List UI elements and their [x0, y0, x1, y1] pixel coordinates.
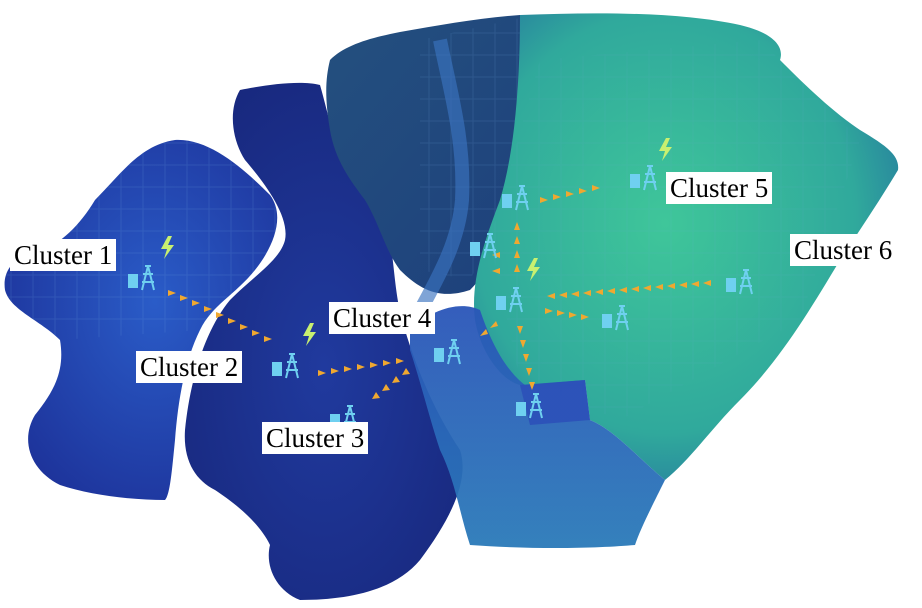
lightning-icon: [161, 236, 174, 259]
arrow-chain-c2-c4: [318, 358, 404, 376]
label-cluster-6: Cluster 6: [790, 234, 897, 266]
label-cluster-3: Cluster 3: [262, 422, 369, 454]
arrow-chain-center-right: [545, 308, 589, 320]
site-icons: [128, 165, 753, 431]
site-cluster-4: [434, 339, 461, 365]
site-south: [516, 393, 543, 419]
site-north-1: [502, 185, 529, 211]
label-cluster-5: Cluster 5: [666, 172, 773, 204]
arrow-chain-to-c5: [540, 185, 600, 203]
arrow-chain-c4-c3: [372, 368, 410, 399]
site-cluster-6: [726, 269, 753, 295]
label-cluster-2: Cluster 2: [136, 351, 243, 383]
arrow-chains: [168, 185, 711, 399]
region-cluster-2-3: [184, 82, 463, 600]
river: [403, 38, 470, 334]
arrow-chain-vertical-up: [514, 222, 520, 272]
lightning-icon: [527, 258, 540, 281]
site-cluster-1: [128, 265, 155, 291]
arrow-chain-c6-center: [547, 280, 711, 299]
lightning-icon: [303, 323, 316, 346]
site-east-center: [602, 305, 629, 331]
region-cluster-4: [410, 306, 665, 549]
site-cluster-2: [272, 353, 299, 379]
site-cluster-5: [630, 165, 657, 191]
arrow-chain-center-left: [480, 321, 498, 336]
lightning-icon: [659, 138, 672, 161]
arrow-chain-c1-c2: [168, 290, 272, 342]
site-north-2: [470, 233, 497, 259]
site-center: [496, 287, 523, 313]
arrow-chain-down: [517, 326, 535, 390]
lightning-icons: [161, 138, 672, 346]
label-cluster-1: Cluster 1: [10, 239, 117, 271]
site-cluster-3: [330, 405, 357, 431]
label-cluster-4: Cluster 4: [329, 302, 436, 334]
